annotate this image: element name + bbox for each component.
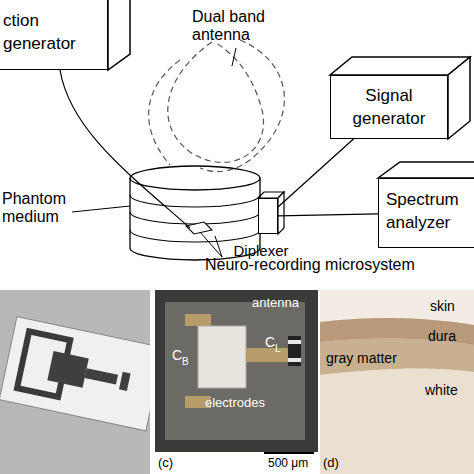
capacitor-cl — [288, 336, 301, 366]
node-label: Signal generator — [331, 84, 447, 130]
cylinder-ring — [130, 212, 260, 224]
antenna-trace — [85, 368, 118, 384]
antenna-board — [0, 317, 164, 431]
node-label: ction generator — [3, 9, 91, 55]
substrate — [165, 302, 305, 440]
annotation-label: (d) — [323, 456, 339, 471]
wire — [60, 70, 190, 228]
box-side — [278, 192, 284, 234]
annotation-label: 500 μm — [268, 457, 308, 471]
instrument-box: Signal generator — [330, 75, 448, 139]
instrument-box: ction generator — [0, 0, 108, 70]
panel-gap — [150, 290, 155, 474]
radiation-pattern — [200, 40, 284, 172]
annotation-label: electrodes — [205, 396, 265, 411]
white-matter-layer — [320, 368, 474, 474]
annotation-label: C — [265, 334, 275, 350]
photo-background — [155, 290, 318, 452]
diplexer-box: Diplexer — [258, 198, 278, 234]
leader-line — [200, 232, 222, 257]
board — [0, 317, 164, 431]
cylinder-top — [130, 166, 260, 190]
annotation-label: (c) — [158, 456, 173, 471]
photo-background — [320, 290, 474, 474]
cable-connector — [278, 214, 378, 216]
annotation-label: L — [275, 343, 281, 355]
box-side — [108, 0, 130, 70]
annotation-label: Phantom medium — [2, 190, 74, 227]
instrument-box: Spectrum analyzer — [378, 178, 474, 248]
annotation-label: antenna — [252, 296, 299, 311]
annotation-label: dura — [428, 328, 456, 344]
leader-line — [232, 48, 236, 66]
annotation-label: Dual band antenna — [192, 8, 284, 45]
annotation-label: C — [172, 347, 182, 363]
leader-line — [215, 236, 222, 257]
annotation-label: skin — [430, 298, 455, 314]
leader-line — [72, 206, 130, 212]
box-top — [378, 162, 474, 178]
capacitor-cl-stripe — [288, 340, 301, 344]
panel-gap — [318, 290, 320, 474]
box-top — [330, 57, 470, 75]
capacitor-cl-stripe — [288, 358, 301, 362]
annotation-label: Neuro-recording microsystem — [205, 256, 415, 274]
cable-connector — [278, 139, 353, 207]
capacitor-cb — [198, 326, 246, 388]
electrode-pad — [185, 314, 211, 326]
pad — [119, 372, 131, 391]
caption-strip — [155, 452, 318, 474]
radiation-pattern — [149, 60, 180, 165]
antenna-trace — [47, 351, 88, 388]
scale-bar — [264, 452, 314, 454]
radiation-pattern — [168, 42, 264, 162]
node-label: Spectrum analyzer — [386, 188, 472, 234]
cylinder-ring — [130, 195, 260, 207]
antenna-trace — [246, 348, 288, 362]
box-side — [448, 57, 470, 139]
annotation-label: gray matter — [326, 350, 397, 366]
annotation-label: white — [425, 382, 458, 398]
annotation-label: B — [182, 356, 189, 368]
